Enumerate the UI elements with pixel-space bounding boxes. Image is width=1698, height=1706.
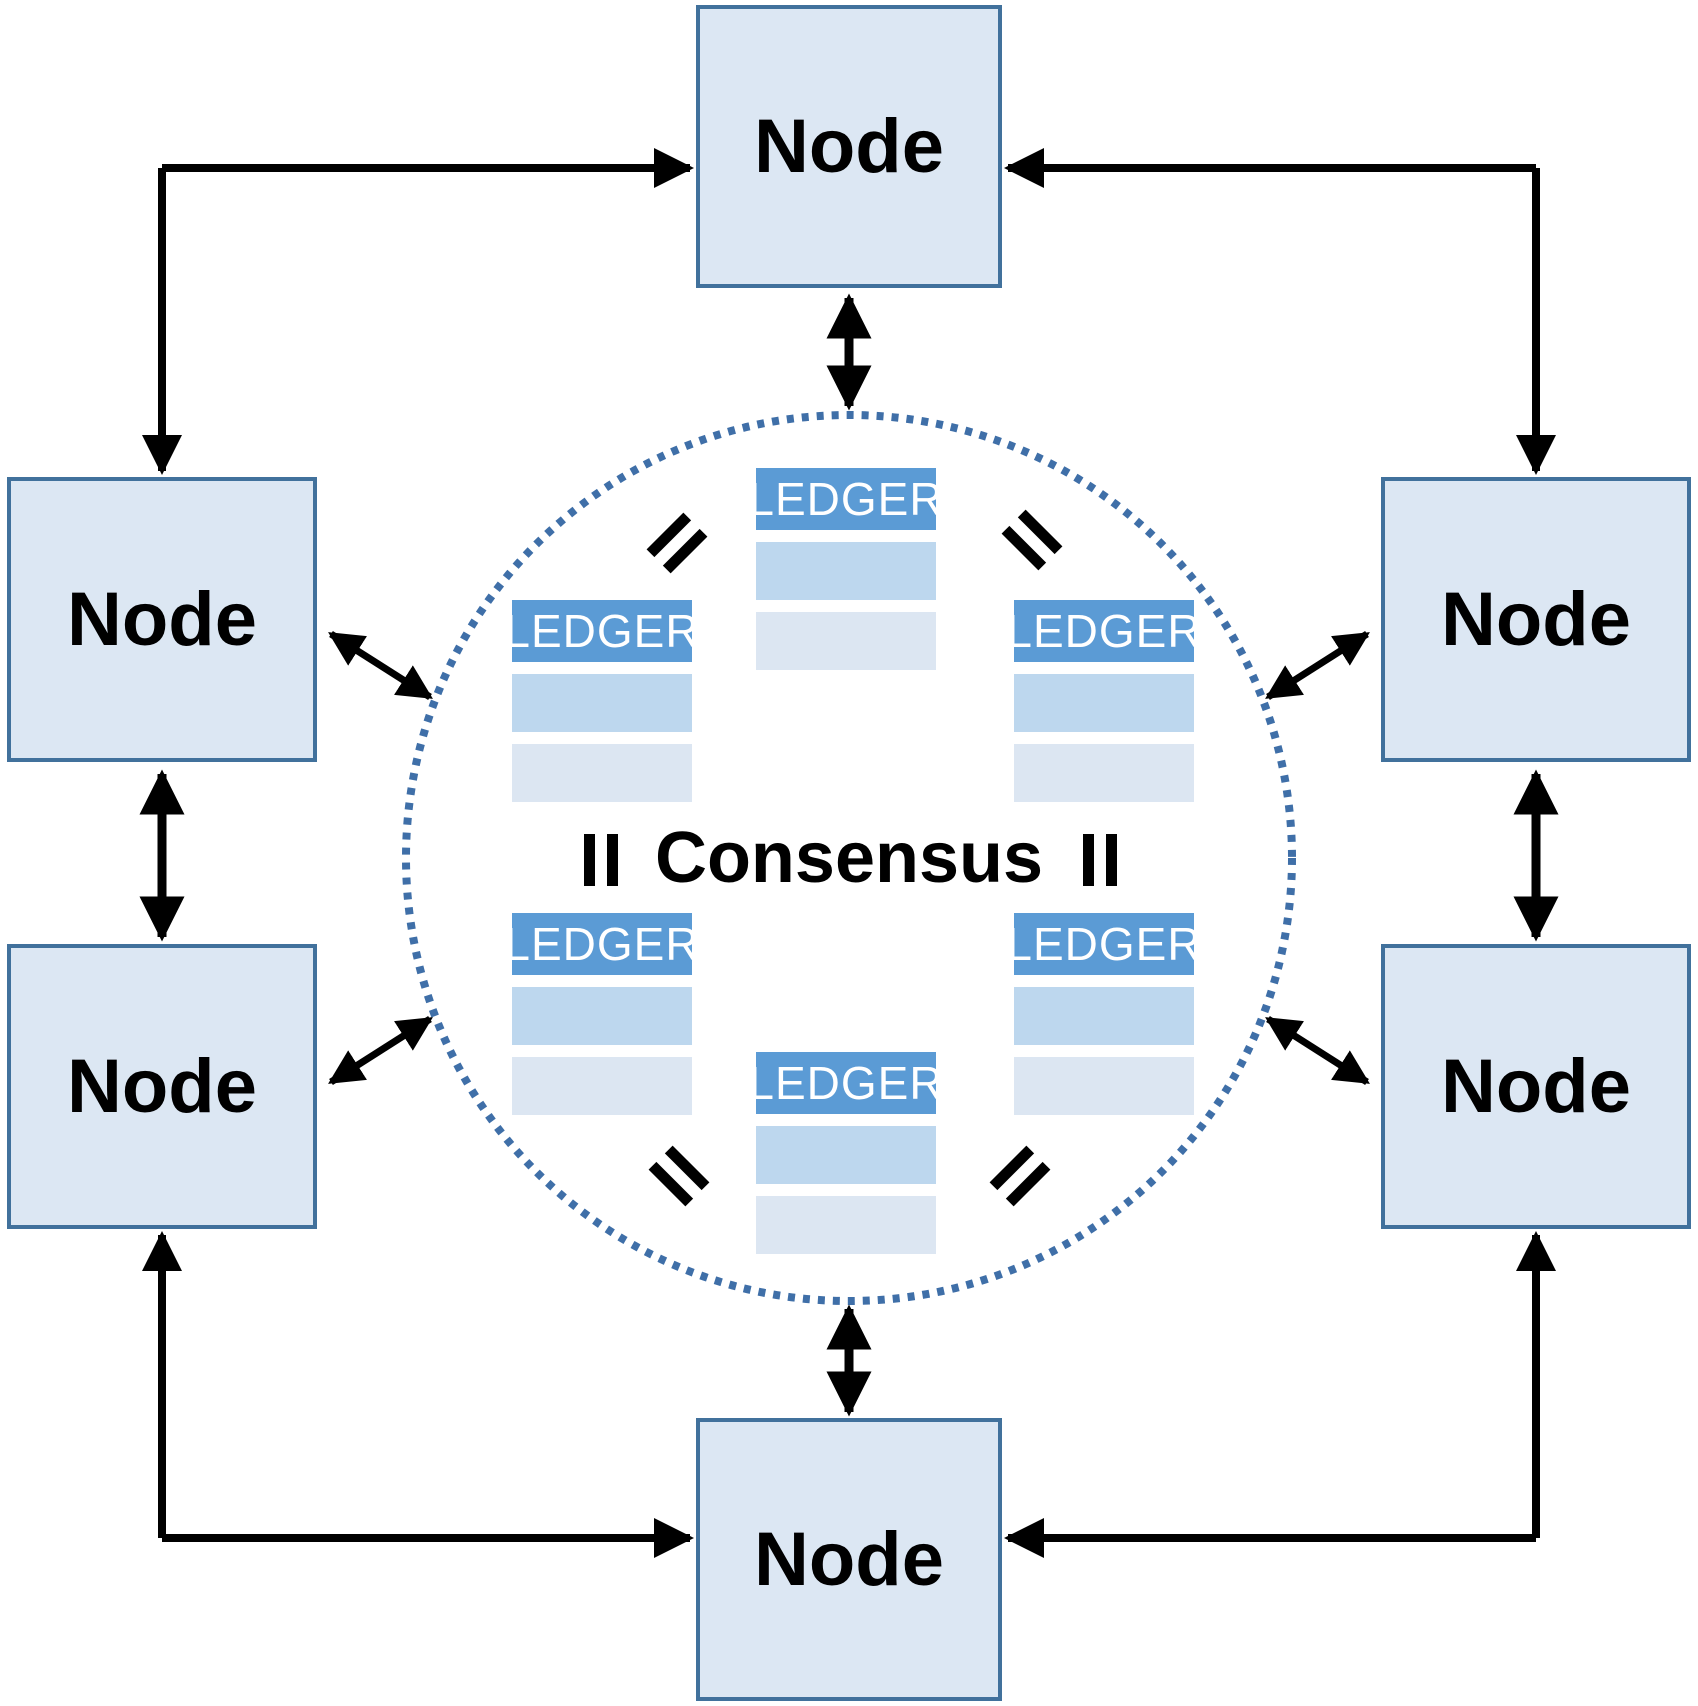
equals-icon [1083,834,1117,886]
ledger-table-bottom-left: LEDGER [504,913,699,1115]
ledger-table-mid-left: LEDGER [504,600,699,802]
node-box-bottom: Node [696,1418,1002,1701]
ledger-header: LEDGER [748,1052,943,1114]
arrow-rightlower-circle [1265,1016,1370,1085]
connector-top-right [1004,148,1556,475]
ledger-row [1014,987,1194,1045]
node-box-right-lower: Node [1381,944,1691,1229]
ledger-header: LEDGER [748,468,943,530]
ledger-row [756,1196,936,1254]
consensus-label: Consensus [654,818,1044,898]
arrow-leftlower-circle [328,1016,433,1085]
ledger-row [1014,674,1194,732]
node-box-right-upper: Node [1381,477,1691,762]
ledger-header: LEDGER [504,600,699,662]
equals-icon [584,834,618,886]
ledger-header: LEDGER [1006,600,1201,662]
arrow-rightupper-circle [1265,631,1370,700]
ledger-table-bottom-right: LEDGER [1006,913,1201,1115]
ledger-table-mid-right: LEDGER [1006,600,1201,802]
ledger-row [1014,1057,1194,1115]
connector-bottom-right [1004,1231,1556,1558]
arrow-leftupper-circle [328,631,433,700]
ledger-table-bottom-center: LEDGER [748,1052,943,1254]
consensus-circle [402,411,1296,1305]
ledger-row [512,744,692,802]
ledger-header: LEDGER [1006,913,1201,975]
ledger-row [512,1057,692,1115]
ledger-row [756,542,936,600]
ledger-row [1014,744,1194,802]
ledger-row [512,987,692,1045]
ledger-header: LEDGER [504,913,699,975]
node-box-top: Node [696,5,1002,288]
ledger-table-top-center: LEDGER [748,468,943,670]
node-box-left-lower: Node [7,944,317,1229]
ledger-row [512,674,692,732]
connector-bottom-left [142,1231,694,1558]
node-box-left-upper: Node [7,477,317,762]
connector-top-left [142,148,694,475]
ledger-row [756,1126,936,1184]
ledger-row [756,612,936,670]
